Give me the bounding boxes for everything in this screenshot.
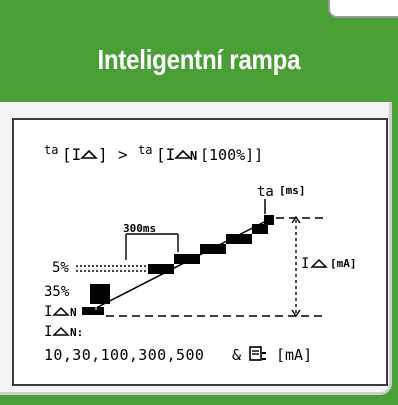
condition-pct: [100%]] — [200, 146, 263, 164]
i-delta-range-arrow — [291, 215, 301, 318]
document-edit-icon — [249, 346, 266, 361]
delta-icon — [174, 149, 192, 159]
condition-gt: > — [118, 145, 128, 164]
delta-icon — [310, 258, 328, 268]
condition-ta-left: ta — [44, 143, 58, 157]
i-delta-unit: [mA] — [330, 257, 357, 270]
i-delta-n-sub: N — [70, 306, 77, 319]
condition-bracket-right: [I — [156, 145, 175, 164]
delta-icon — [80, 149, 98, 159]
i-delta-label: I — [301, 256, 309, 272]
title-bar: Inteligentní rampa — [0, 18, 398, 102]
pct-35-label: 35% — [44, 284, 70, 300]
content-panel: ta [I ] > ta [I N [100%]] ta [ms] 300ms — [0, 102, 392, 395]
i-delta-n-label: I — [44, 304, 52, 320]
footer-label-sub: N: — [70, 326, 83, 339]
delta-icon — [52, 326, 70, 336]
ramp-diagram: ta [I ] > ta [I N [100%]] ta [ms] 300ms — [44, 143, 357, 364]
values-unit: [mA] — [276, 346, 312, 364]
condition-ta-right: ta — [138, 143, 152, 157]
page-title: Inteligentní rampa — [97, 44, 301, 75]
condition-bracket-left: [I — [62, 145, 81, 164]
condition-sub-n: N — [190, 149, 197, 163]
ramp-steps — [90, 215, 274, 311]
values-line: 10,30,100,300,500 — [44, 346, 204, 364]
delta-icon — [52, 306, 70, 316]
corner-tab — [328, 0, 398, 18]
device-screen: ta [I ] > ta [I N [100%]] ta [ms] 300ms — [12, 118, 388, 386]
condition-bracket-left-end: ] — [98, 145, 108, 164]
values-amp: & — [232, 346, 241, 364]
pct-5-label: 5% — [52, 260, 69, 276]
ta-label: ta — [257, 184, 274, 200]
ta-unit: [ms] — [279, 184, 306, 197]
footer-label: I — [44, 324, 52, 340]
step-label: 300ms — [123, 222, 156, 235]
